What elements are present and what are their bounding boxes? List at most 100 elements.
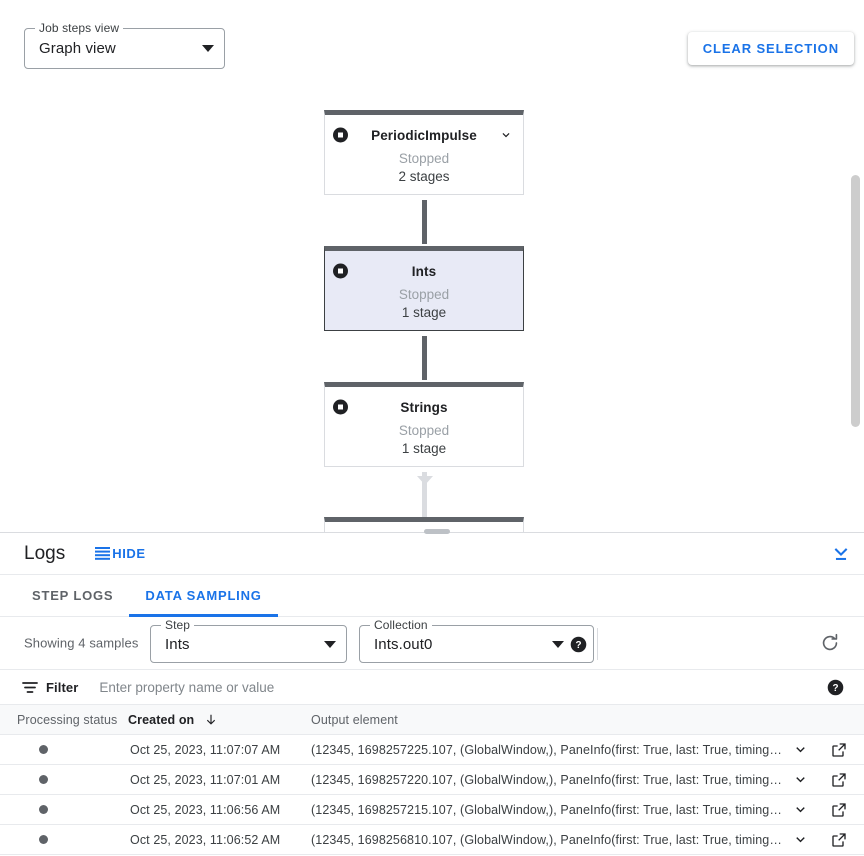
- graph-toolbar: Job steps view Graph view CLEAR SELECTIO…: [0, 0, 864, 92]
- open-in-new-icon[interactable]: [831, 772, 847, 788]
- status-dot-icon: [39, 745, 48, 754]
- graph-scrollbar-thumb[interactable]: [851, 175, 860, 427]
- cell-processing-status: [0, 805, 128, 814]
- table-row[interactable]: Oct 25, 2023, 11:07:01 AM (12345, 169825…: [0, 765, 864, 795]
- row-actions: [792, 771, 864, 788]
- logs-header: Logs HIDE: [0, 533, 864, 575]
- cell-output-element: (12345, 1698257225.107, (GlobalWindow,),…: [311, 742, 782, 757]
- step-select-label: Step: [161, 618, 195, 632]
- cell-processing-status: [0, 775, 128, 784]
- status-dot-icon: [39, 835, 48, 844]
- node-header: Ints: [325, 257, 523, 285]
- list-icon: [95, 547, 111, 560]
- filter-icon: [22, 681, 38, 694]
- logs-title: Logs: [24, 542, 66, 564]
- cell-created-on: Oct 25, 2023, 11:06:56 AM: [130, 802, 281, 817]
- logs-panel: Logs HIDE STE: [0, 532, 864, 856]
- stopped-icon: [333, 127, 348, 143]
- cell-processing-status: [0, 745, 128, 754]
- cell-created-on: Oct 25, 2023, 11:07:07 AM: [130, 742, 281, 757]
- node-header: PeriodicImpulse: [325, 121, 523, 149]
- node-stages: 2 stages: [398, 169, 450, 184]
- caret-down-icon: [552, 640, 564, 648]
- open-in-new-icon[interactable]: [831, 832, 847, 848]
- collection-select[interactable]: Collection Ints.out0 ?: [359, 618, 594, 663]
- chevron-down-icon[interactable]: [792, 741, 809, 758]
- tab-step-logs[interactable]: STEP LOGS: [32, 588, 114, 603]
- help-icon[interactable]: ?: [570, 636, 587, 653]
- node-header: Strings: [325, 393, 523, 421]
- showing-samples-text: Showing 4 samples: [24, 635, 139, 651]
- table-row[interactable]: Oct 25, 2023, 11:06:56 AM (12345, 169825…: [0, 795, 864, 825]
- row-actions: [792, 741, 864, 758]
- graph-scrollbar[interactable]: [849, 0, 863, 532]
- table-row[interactable]: Oct 25, 2023, 11:06:52 AM (12345, 169825…: [0, 825, 864, 855]
- column-header-processing-status[interactable]: Processing status: [17, 712, 118, 727]
- status-dot-icon: [39, 775, 48, 784]
- graph-edge-arrow-3: [417, 476, 433, 485]
- collection-select-label: Collection: [370, 618, 432, 632]
- arrow-down-icon: [204, 713, 218, 727]
- job-steps-view-label: Job steps view: [35, 21, 124, 35]
- graph-canvas[interactable]: PeriodicImpulse Stopped 2 stages Ints St…: [0, 92, 864, 532]
- graph-node-partial[interactable]: [324, 517, 524, 532]
- node-name: Strings: [400, 399, 448, 415]
- graph-node-strings[interactable]: Strings Stopped 1 stage: [324, 382, 524, 467]
- row-actions: [792, 831, 864, 848]
- graph-edge-1: [422, 200, 427, 244]
- cell-processing-status: [0, 835, 128, 844]
- chevron-down-icon[interactable]: [792, 771, 809, 788]
- table-row[interactable]: Oct 25, 2023, 11:07:07 AM (12345, 169825…: [0, 735, 864, 765]
- cell-output-element: (12345, 1698256810.107, (GlobalWindow,),…: [311, 832, 782, 847]
- samples-table-header: Processing status Created on Output elem…: [0, 705, 864, 735]
- svg-text:?: ?: [832, 683, 838, 694]
- cell-created-on: Oct 25, 2023, 11:06:52 AM: [130, 832, 281, 847]
- node-name: PeriodicImpulse: [371, 127, 477, 143]
- controls-divider: [597, 628, 598, 660]
- chevron-down-icon[interactable]: [499, 128, 513, 142]
- graph-node-ints[interactable]: Ints Stopped 1 stage: [324, 246, 524, 331]
- stopped-icon: [333, 263, 348, 279]
- stopped-icon: [333, 399, 348, 415]
- graph-edge-3: [422, 472, 427, 520]
- node-status: Stopped: [398, 151, 450, 166]
- chevron-down-icon[interactable]: [792, 831, 809, 848]
- sampling-controls-bar: Showing 4 samples Step Ints Collection I…: [0, 617, 864, 670]
- hide-logs-label: HIDE: [112, 546, 146, 561]
- tab-data-sampling[interactable]: DATA SAMPLING: [129, 575, 279, 617]
- job-steps-view-value: Graph view: [39, 40, 116, 57]
- chevron-down-icon[interactable]: [792, 801, 809, 818]
- graph-edge-2: [422, 336, 427, 380]
- step-select[interactable]: Step Ints: [150, 618, 347, 663]
- cell-output-element: (12345, 1698257215.107, (GlobalWindow,),…: [311, 802, 782, 817]
- svg-text:?: ?: [575, 640, 581, 651]
- caret-down-icon: [324, 640, 336, 648]
- open-in-new-icon[interactable]: [831, 802, 847, 818]
- refresh-icon[interactable]: [819, 632, 841, 654]
- node-name: Ints: [411, 263, 437, 279]
- collection-select-value: Ints.out0: [374, 635, 433, 653]
- logs-tabs: STEP LOGS DATA SAMPLING: [0, 575, 864, 617]
- step-select-value: Ints: [165, 635, 190, 653]
- cell-created-on: Oct 25, 2023, 11:07:01 AM: [130, 772, 281, 787]
- column-header-created-on[interactable]: Created on: [128, 713, 311, 727]
- filter-label: Filter: [46, 679, 79, 695]
- graph-node-periodicimpulse[interactable]: PeriodicImpulse Stopped 2 stages: [324, 110, 524, 195]
- open-in-new-icon[interactable]: [831, 742, 847, 758]
- job-graph-panel: Job steps view Graph view CLEAR SELECTIO…: [0, 0, 864, 532]
- job-steps-view-select[interactable]: Job steps view Graph view: [24, 21, 225, 69]
- node-stages: 1 stage: [401, 305, 447, 320]
- node-status: Stopped: [398, 423, 450, 438]
- node-status: Stopped: [398, 287, 450, 302]
- status-dot-icon: [39, 805, 48, 814]
- row-actions: [792, 801, 864, 818]
- hide-logs-button[interactable]: HIDE: [95, 546, 145, 561]
- panel-resize-handle[interactable]: [424, 529, 450, 534]
- column-header-output-element[interactable]: Output element: [311, 712, 398, 727]
- filter-input[interactable]: [97, 678, 827, 696]
- collapse-down-icon[interactable]: [830, 543, 852, 565]
- clear-selection-button[interactable]: CLEAR SELECTION: [687, 32, 854, 65]
- help-icon[interactable]: ?: [827, 679, 844, 696]
- filter-bar: Filter ?: [0, 670, 864, 705]
